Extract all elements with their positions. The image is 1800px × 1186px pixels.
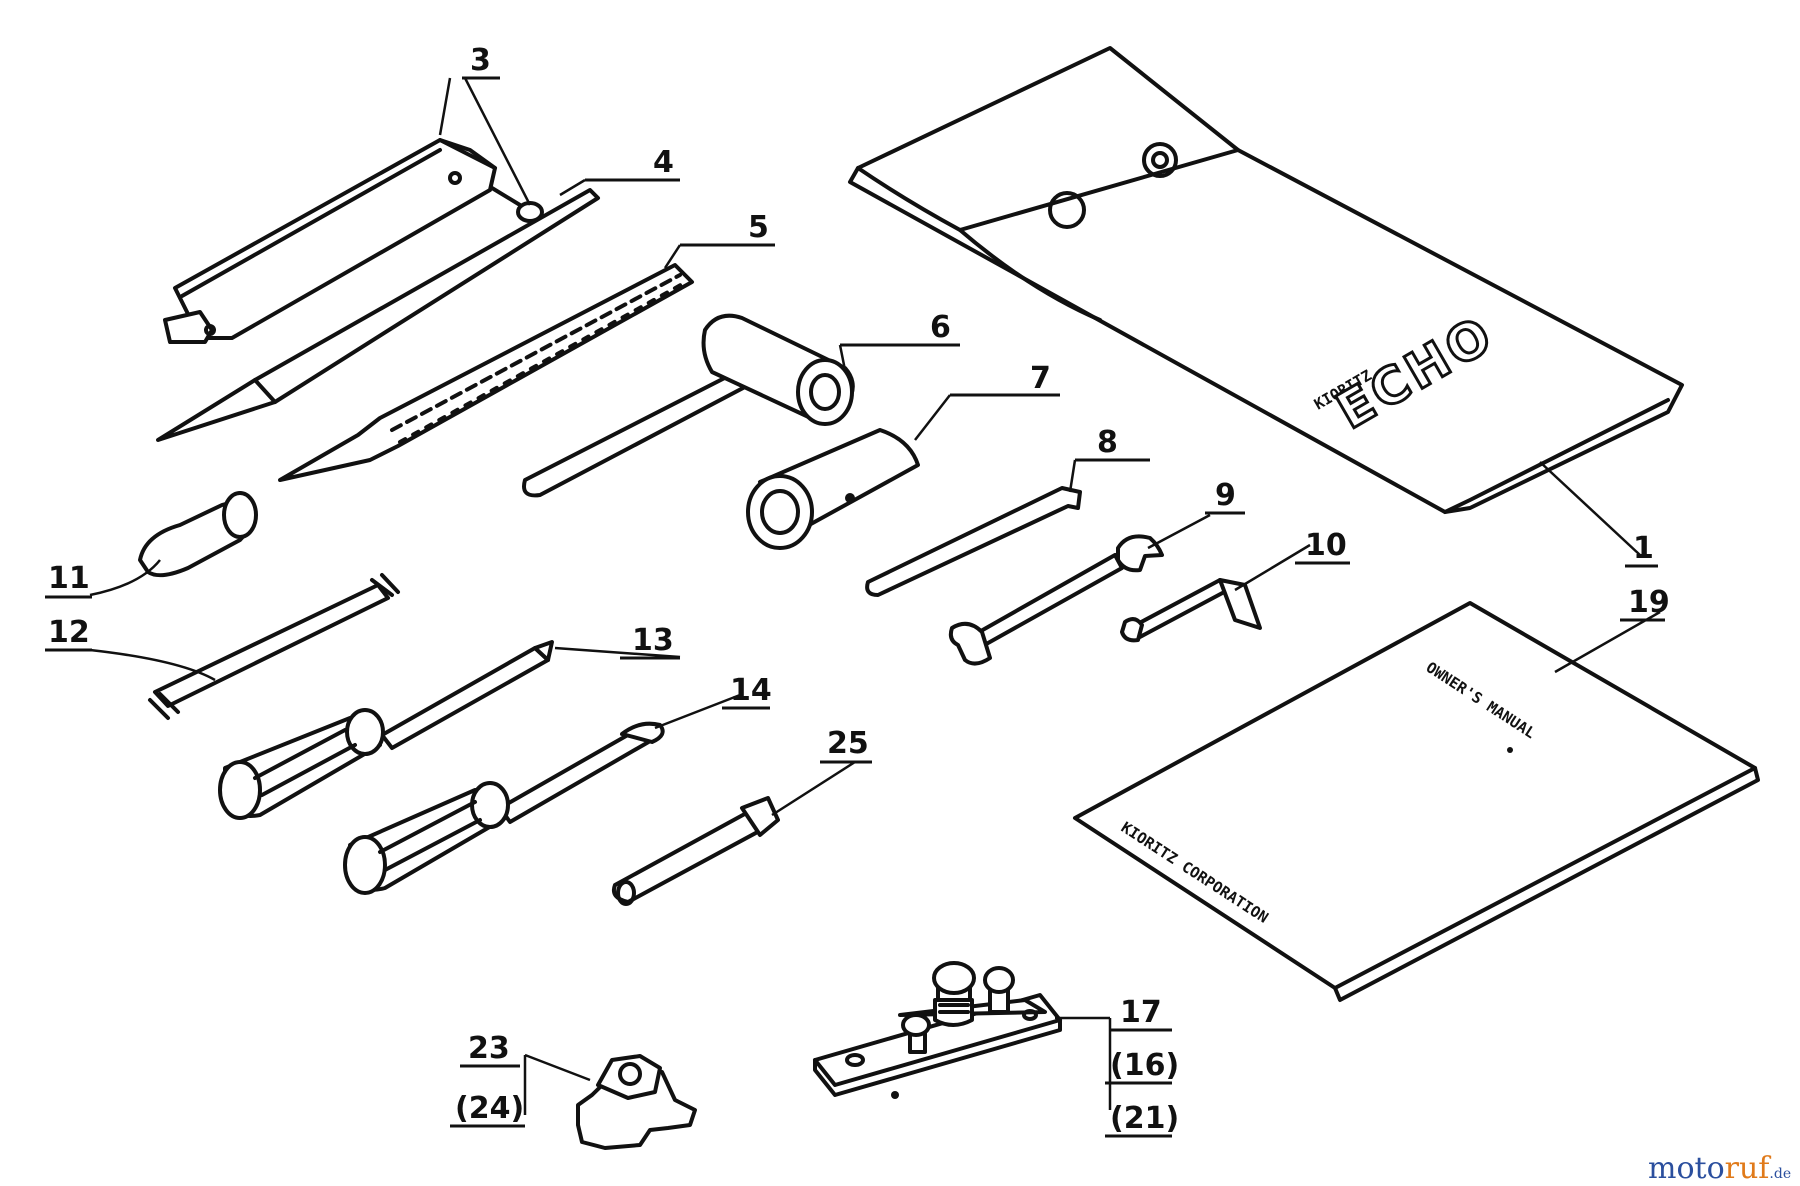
callout-24: (24) [455,1091,524,1126]
callout-5: 5 [748,210,769,245]
leader-lines [89,77,1661,1115]
box-spanner [746,428,920,550]
plate-with-bolts [813,961,1062,1099]
callout-10: 10 [1305,528,1347,563]
small-spanner [1120,578,1262,643]
callout-3: 3 [470,43,491,78]
site-watermark: motoruf.de [1648,1151,1791,1186]
flat-file [278,263,694,482]
bar-tool [148,573,400,720]
svg-text:motoruf.de: motoruf.de [1648,1151,1791,1186]
file-handle [138,491,258,578]
callout-25: 25 [827,726,869,761]
callout-labels: 1 3 4 5 6 7 8 9 10 11 12 13 14 25 19 17 [45,43,1670,1138]
callout-14: 14 [730,673,772,708]
callout-9: 9 [1215,478,1236,513]
callout-1: 1 [1633,531,1654,566]
round-file [156,188,600,442]
callout-23: 23 [468,1031,510,1066]
tool-case: KIORITZ ECHO [848,46,1684,514]
nut-tool [576,1054,697,1150]
callout-11: 11 [48,561,90,596]
t-plug-wrench [522,313,855,498]
watermark-part1: moto [1648,1151,1725,1186]
callout-6: 6 [930,310,951,345]
file-holder [163,138,544,344]
callout-12: 12 [48,615,90,650]
watermark-suffix: .de [1769,1166,1791,1182]
callout-21: (21) [1110,1101,1179,1136]
socket-tool [611,796,780,906]
screwdriver-14 [343,721,665,895]
callout-13: 13 [632,623,674,658]
hex-key [865,486,1082,597]
callout-17: 17 [1120,995,1162,1030]
screwdriver-13 [218,640,554,820]
callout-16: (16) [1110,1048,1179,1083]
callout-19: 19 [1628,585,1670,620]
callout-4: 4 [653,145,674,180]
callout-7: 7 [1030,361,1051,396]
owners-manual: OWNER'S MANUAL KIORITZ CORPORATION [1073,601,1760,1002]
callout-8: 8 [1097,425,1118,460]
combination-spanner [948,534,1164,666]
watermark-part2: ruf [1725,1151,1772,1186]
